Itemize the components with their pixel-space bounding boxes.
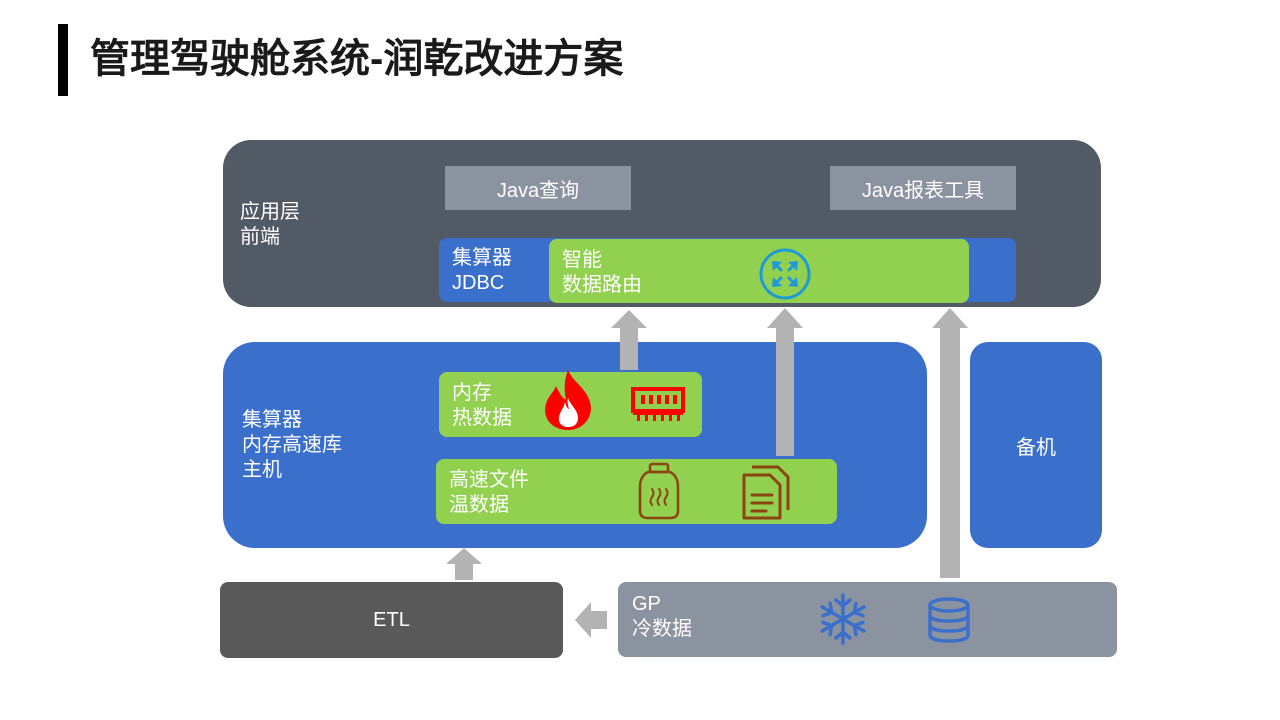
arrow-hot-to-router [611, 310, 647, 370]
jar-icon [638, 461, 680, 521]
backup-machine-box: 备机 [970, 342, 1102, 548]
etl-box: ETL [220, 582, 563, 658]
warm-data-label: 高速文件 温数据 [449, 469, 529, 516]
gp-cold-data-box [618, 582, 1117, 657]
smart-router-box [549, 239, 969, 303]
java-report-box: Java报表工具 [830, 166, 1016, 210]
page-title: 管理驾驶舱系统-润乾改进方案 [90, 37, 624, 81]
hot-data-label: 内存 热数据 [452, 382, 512, 429]
snowflake-icon [815, 591, 871, 647]
database-icon [926, 597, 972, 643]
jdbc-label: 集算器 JDBC [452, 247, 512, 294]
app-layer-label: 应用层 前端 [240, 201, 300, 248]
arrow-etl-to-host [446, 548, 482, 580]
arrow-gp-to-etl [575, 602, 607, 638]
gp-label: GP 冷数据 [632, 593, 692, 640]
title-accent-bar [58, 24, 68, 96]
warm-data-box [436, 459, 837, 524]
host-label: 集算器 内存高速库 主机 [242, 409, 342, 481]
arrow-gp-to-app [932, 308, 968, 578]
router-icon [758, 247, 812, 301]
arrow-warm-to-router [767, 308, 803, 456]
flame-icon [540, 368, 596, 432]
memory-chip-icon [630, 383, 686, 423]
files-icon [740, 463, 792, 521]
java-query-box: Java查询 [445, 166, 631, 210]
smart-router-label: 智能 数据路由 [562, 249, 642, 296]
